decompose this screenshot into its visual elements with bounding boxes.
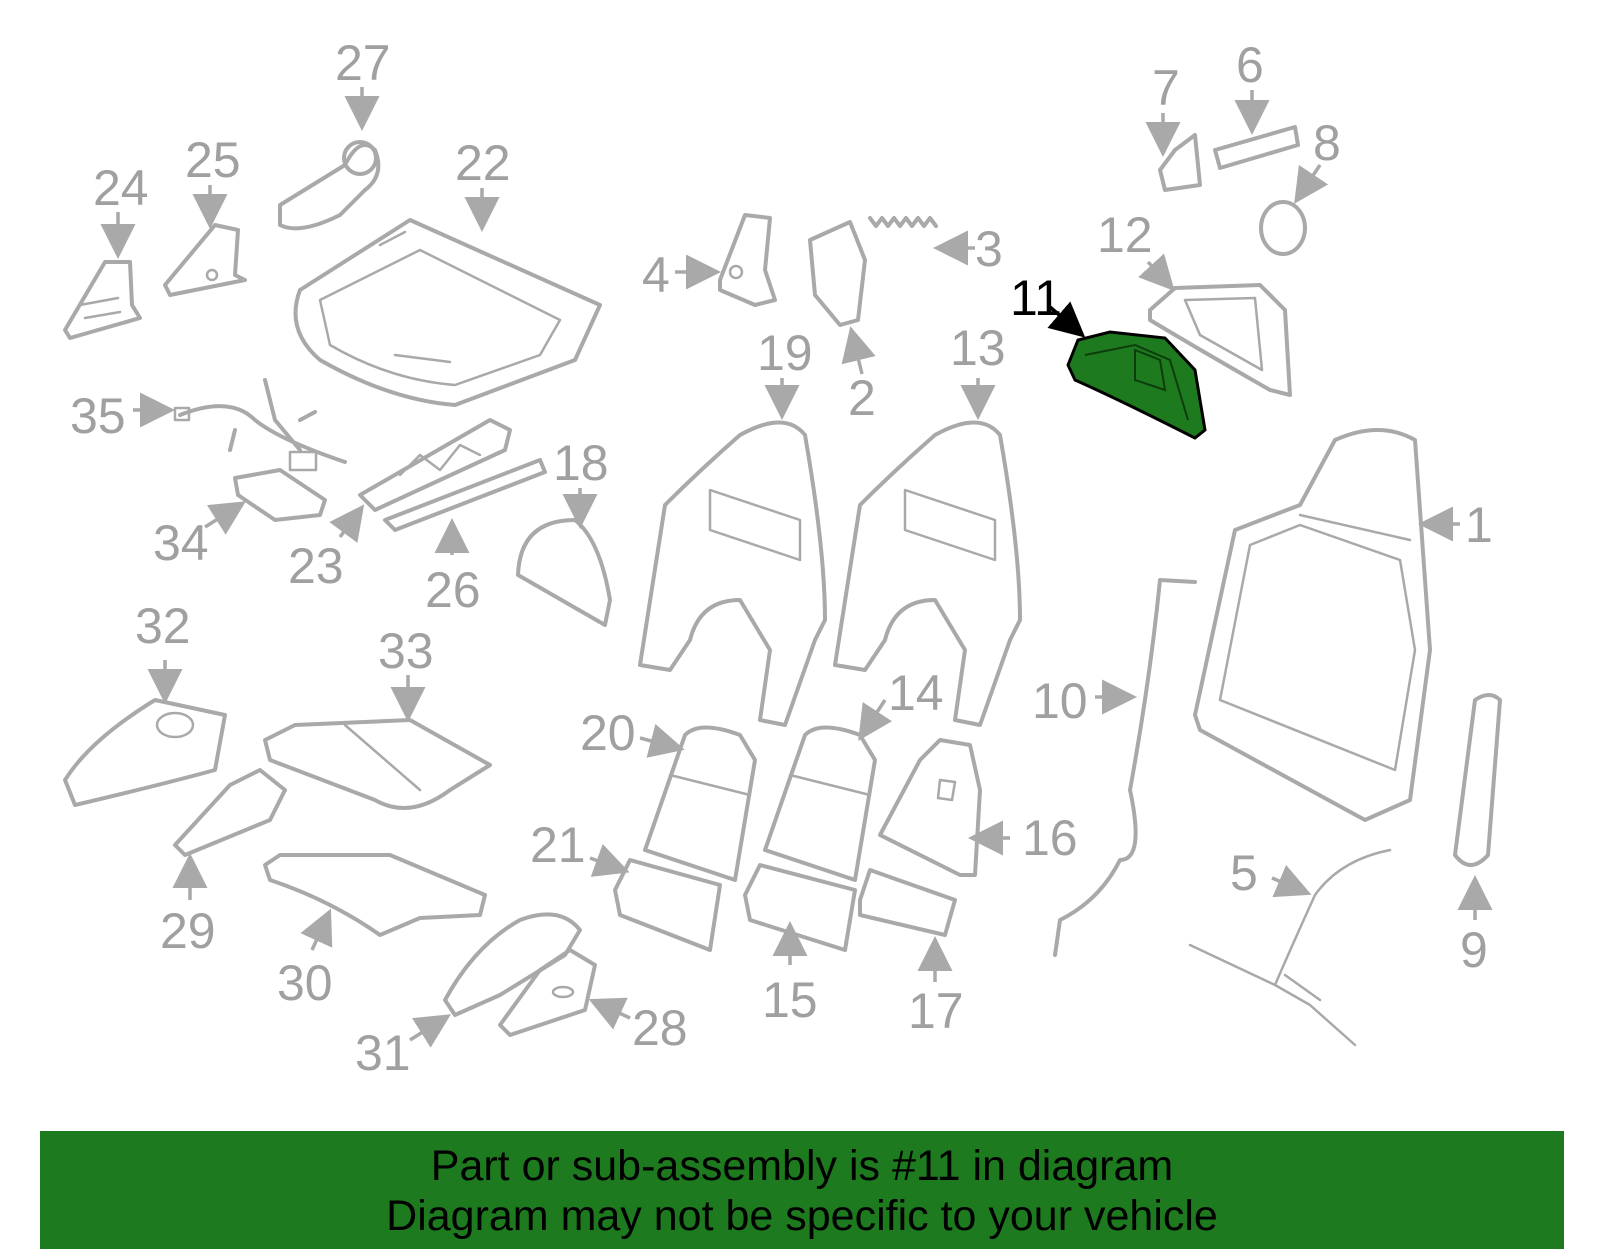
callout-15: 15 bbox=[762, 972, 818, 1028]
leader-lines bbox=[100, 87, 1493, 1048]
callout-30: 30 bbox=[277, 955, 333, 1011]
callout-25: 25 bbox=[185, 132, 241, 188]
part-34-shape bbox=[233, 468, 327, 522]
part-23-shape bbox=[358, 418, 512, 512]
callout-6: 6 bbox=[1236, 37, 1264, 93]
banner-line-2: Diagram may not be specific to your vehi… bbox=[386, 1192, 1218, 1240]
part-24-shape bbox=[63, 260, 142, 340]
callout-33: 33 bbox=[378, 623, 434, 679]
part-6-shape bbox=[1213, 125, 1300, 170]
part-4-shape bbox=[718, 213, 777, 307]
part-28-shape bbox=[498, 948, 597, 1037]
callout-26: 26 bbox=[425, 562, 481, 618]
part-9-shape bbox=[1453, 693, 1502, 867]
part-26-shape bbox=[383, 458, 547, 532]
callout-29: 29 bbox=[160, 903, 216, 959]
part-17-shape bbox=[858, 868, 957, 937]
part-12-shape bbox=[1148, 283, 1292, 397]
part-29-shape bbox=[173, 768, 287, 857]
part-10-shape bbox=[1053, 578, 1197, 957]
part-5-shape bbox=[1188, 848, 1392, 1047]
callout-16: 16 bbox=[1022, 810, 1078, 866]
part-info-banner: Part or sub-assembly is #11 in diagram D… bbox=[40, 1131, 1564, 1249]
part-33-shape bbox=[263, 718, 492, 810]
part-15-shape bbox=[743, 863, 857, 952]
part-14-shape bbox=[763, 725, 877, 882]
callout-11-highlighted: 11 bbox=[1010, 270, 1062, 326]
part-19-shape bbox=[638, 420, 827, 727]
part-21-shape bbox=[613, 858, 722, 952]
callout-20: 20 bbox=[580, 705, 636, 761]
part-25-shape bbox=[163, 223, 247, 297]
part-35-shape bbox=[173, 378, 347, 472]
callout-24: 24 bbox=[93, 160, 149, 216]
callout-labels: 27 25 24 22 35 34 23 26 18 4 2 3 19 13 1… bbox=[70, 35, 1493, 1081]
part-22-shape bbox=[293, 218, 602, 407]
part-20-shape bbox=[643, 725, 757, 882]
part-30-shape bbox=[263, 853, 487, 937]
part-16-shape bbox=[878, 738, 982, 877]
callout-17: 17 bbox=[908, 983, 964, 1039]
callout-14: 14 bbox=[888, 665, 944, 721]
callout-18: 18 bbox=[553, 435, 609, 491]
part-7-shape bbox=[1158, 133, 1202, 192]
callout-23: 23 bbox=[288, 538, 344, 594]
callout-32: 32 bbox=[135, 598, 191, 654]
callout-27: 27 bbox=[335, 35, 391, 91]
part-27-shape bbox=[278, 140, 381, 231]
callout-7: 7 bbox=[1152, 60, 1180, 116]
callout-28: 28 bbox=[632, 1000, 688, 1056]
part-18-shape bbox=[516, 518, 612, 627]
part-2-shape bbox=[808, 220, 867, 327]
callout-4: 4 bbox=[642, 247, 670, 303]
callout-19: 19 bbox=[757, 325, 813, 381]
part-8-shape bbox=[1259, 200, 1307, 256]
part-31-shape bbox=[443, 912, 582, 1017]
part-3-shape bbox=[868, 216, 938, 228]
callout-21: 21 bbox=[530, 817, 586, 873]
callout-10: 10 bbox=[1032, 673, 1088, 729]
callout-8: 8 bbox=[1313, 115, 1341, 171]
callout-35: 35 bbox=[70, 388, 126, 444]
callout-5: 5 bbox=[1230, 845, 1258, 901]
callout-13: 13 bbox=[950, 320, 1006, 376]
callout-34: 34 bbox=[153, 515, 209, 571]
part-1-shape bbox=[1193, 428, 1432, 822]
callout-1: 1 bbox=[1465, 497, 1493, 553]
callout-3: 3 bbox=[975, 221, 1003, 277]
callout-12: 12 bbox=[1097, 207, 1153, 263]
banner-line-1: Part or sub-assembly is #11 in diagram bbox=[430, 1142, 1174, 1190]
part-32-shape bbox=[63, 698, 227, 807]
callout-9: 9 bbox=[1460, 922, 1488, 978]
callout-2: 2 bbox=[848, 370, 876, 426]
part-11-highlighted-shape bbox=[1066, 330, 1207, 440]
callout-22: 22 bbox=[455, 135, 511, 191]
callout-31: 31 bbox=[355, 1025, 411, 1081]
part-13-shape bbox=[833, 420, 1022, 727]
